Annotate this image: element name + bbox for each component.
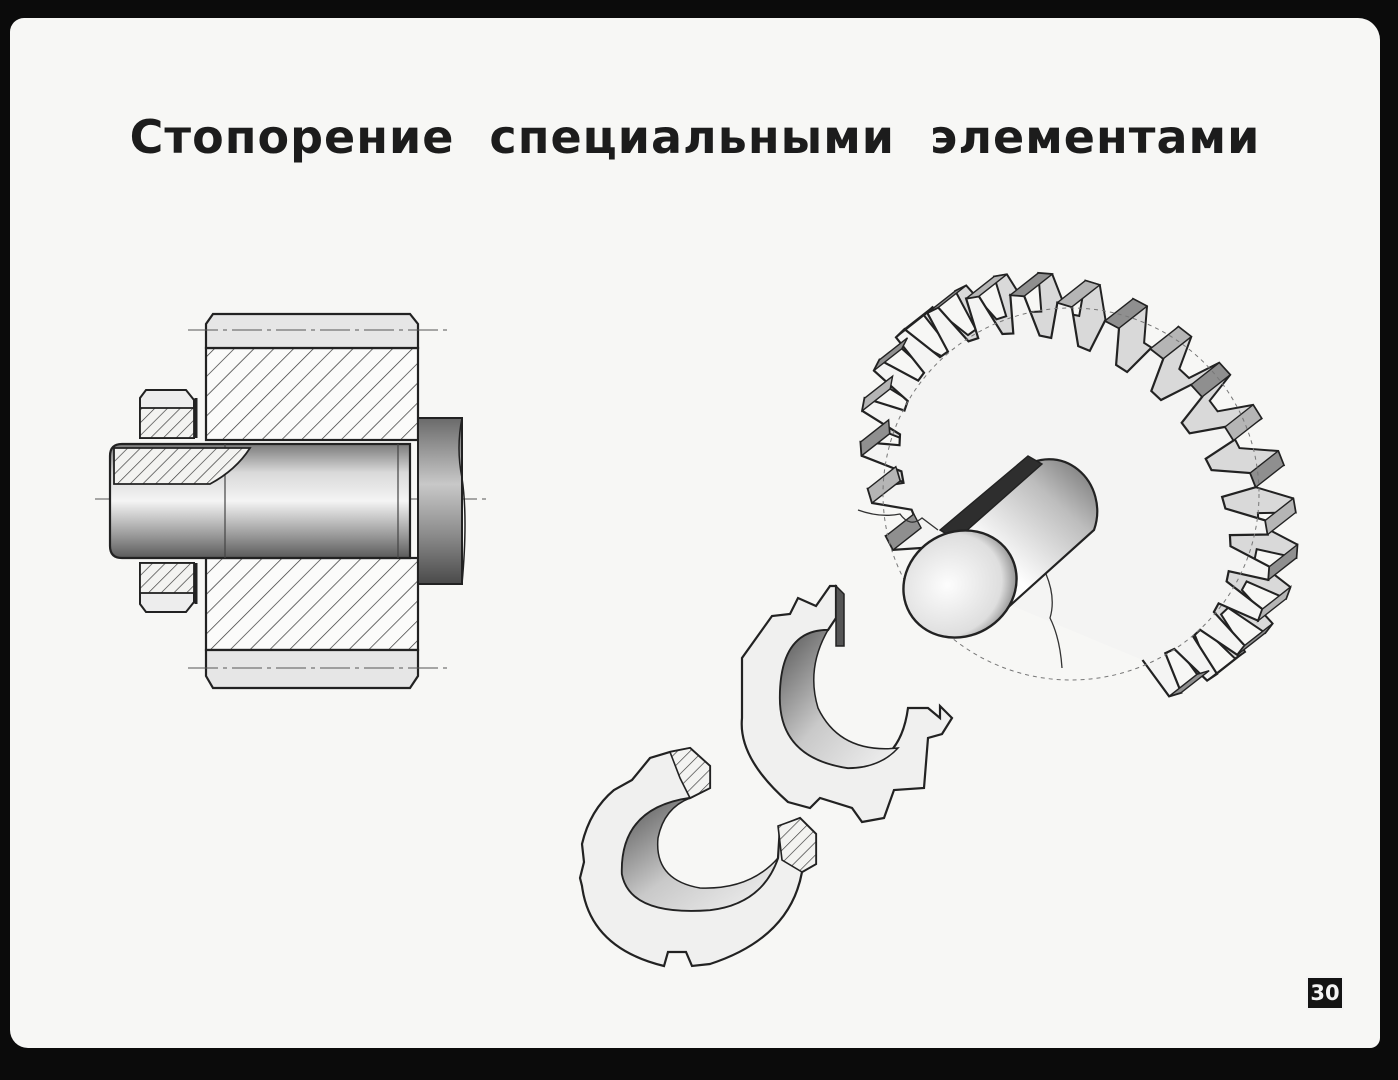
gear-tooth <box>965 273 1008 300</box>
gear-tooth <box>861 374 894 413</box>
gear-tooth <box>1168 669 1210 697</box>
gear-tooth <box>1264 497 1297 536</box>
gear-tooth <box>1103 297 1149 330</box>
gear-tooth <box>1224 403 1263 442</box>
slide: Стопорение специальными элементами <box>10 18 1380 1048</box>
gear-tooth <box>1149 325 1193 360</box>
section-view <box>95 312 490 690</box>
gear-tooth <box>1206 651 1246 682</box>
gear-tooth <box>1267 543 1299 582</box>
slide-title: Стопорение специальными элементами <box>129 110 1261 164</box>
gear-tooth <box>884 512 923 551</box>
gear-tooth <box>859 418 891 458</box>
split-ring-lower <box>578 746 818 968</box>
gear-tooth <box>1236 622 1274 656</box>
split-ring-upper <box>740 584 954 824</box>
gear-tooth <box>1249 449 1285 489</box>
page-number-badge: 30 <box>1306 976 1344 1010</box>
gear-tooth <box>1008 272 1055 297</box>
gear-tooth <box>926 284 967 314</box>
gear-tooth <box>1190 361 1232 398</box>
gear-tooth <box>867 465 901 505</box>
gear-tooth <box>1256 585 1292 623</box>
gear-tooth <box>873 337 909 372</box>
gear-tooth <box>1055 279 1102 308</box>
pitch-circle <box>882 307 1260 681</box>
gear-with-shaft <box>857 271 1299 698</box>
break-line <box>857 509 1063 669</box>
gear-tooth <box>895 306 933 338</box>
illustration <box>95 271 1299 968</box>
shaft-end-face <box>902 529 1018 639</box>
